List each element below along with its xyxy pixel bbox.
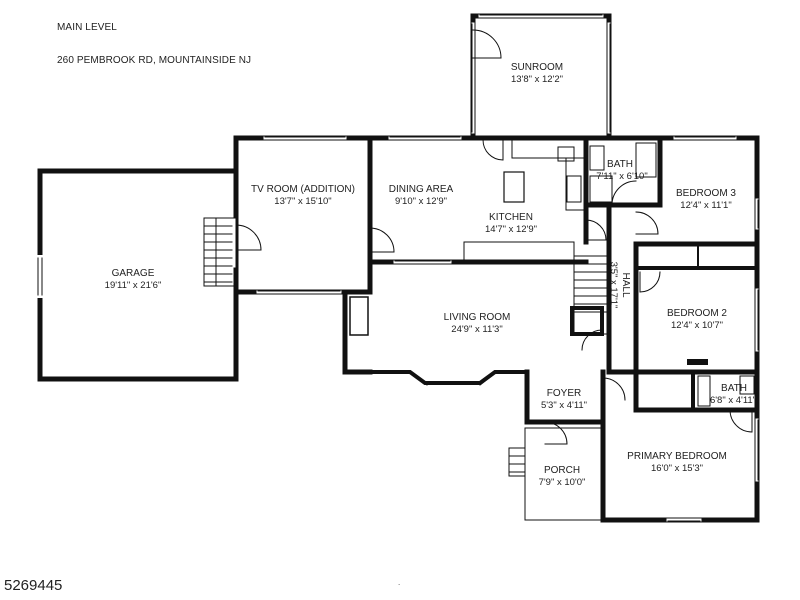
bedroom-2-name: BEDROOM 2 xyxy=(667,308,727,319)
garage-stairs xyxy=(203,217,237,287)
dining-area-name: DINING AREA xyxy=(389,184,454,195)
bedroom-2-dim: 12'4" x 10'7" xyxy=(671,320,723,331)
living-room-walls xyxy=(342,259,639,386)
sunroom-dim: 13'8" x 12'2" xyxy=(511,74,563,85)
tv-room-dim: 13'7" x 15'10" xyxy=(274,196,331,207)
foyer-name: FOYER xyxy=(547,388,581,399)
floor-level-title: MAIN LEVEL xyxy=(57,22,117,33)
primary-bedroom-dim: 16'0" x 15'3" xyxy=(651,463,703,474)
garage-name: GARAGE xyxy=(112,268,155,279)
bath-2-dim: 6'8" x 4'11" xyxy=(710,395,756,406)
foyer-dim: 5'3" x 4'11" xyxy=(541,400,587,411)
kitchen-name: KITCHEN xyxy=(489,212,533,223)
bath-1-name: BATH xyxy=(607,159,633,170)
primary-bedroom-walls xyxy=(600,407,760,523)
hall-name: HALL xyxy=(620,272,631,297)
tv-room-walls xyxy=(233,135,373,295)
hall-walls xyxy=(570,135,612,375)
bath-2-name: BATH xyxy=(721,383,747,394)
porch-dim: 7'9" x 10'0" xyxy=(539,477,586,488)
dining-area-dim: 9'10" x 12'9" xyxy=(395,196,447,207)
bedroom-3-walls xyxy=(633,135,760,247)
dining-kitchen-walls xyxy=(367,135,589,265)
foyer-walls xyxy=(524,369,626,445)
sunroom-name: SUNROOM xyxy=(511,62,563,73)
tv-room-name: TV ROOM (ADDITION) xyxy=(251,184,355,195)
bath-1-dim: 7'11" x 6'10" xyxy=(596,171,647,182)
porch-name: PORCH xyxy=(544,465,580,476)
garage-dim: 19'11" x 21'6" xyxy=(105,280,162,291)
bath-2-walls xyxy=(633,359,760,413)
bedroom-3-name: BEDROOM 3 xyxy=(676,188,736,199)
hall-dim: 3'5" x 17'1" xyxy=(608,262,619,309)
bedroom-2-walls xyxy=(633,241,760,375)
kitchen-dim: 14'7" x 12'9" xyxy=(485,224,537,235)
footer-mark: . xyxy=(398,578,401,587)
primary-bedroom-name: PRIMARY BEDROOM xyxy=(627,451,727,462)
living-room-name: LIVING ROOM xyxy=(444,312,511,323)
living-room-dim: 24'9" x 11'3" xyxy=(451,324,502,335)
bath-1-walls xyxy=(583,135,663,208)
listing-id: 5269445 xyxy=(4,577,63,594)
sunroom-walls xyxy=(470,13,612,141)
bedroom-3-dim: 12'4" x 11'1" xyxy=(680,200,731,211)
property-address: 260 PEMBROOK RD, MOUNTAINSIDE NJ xyxy=(57,55,252,66)
